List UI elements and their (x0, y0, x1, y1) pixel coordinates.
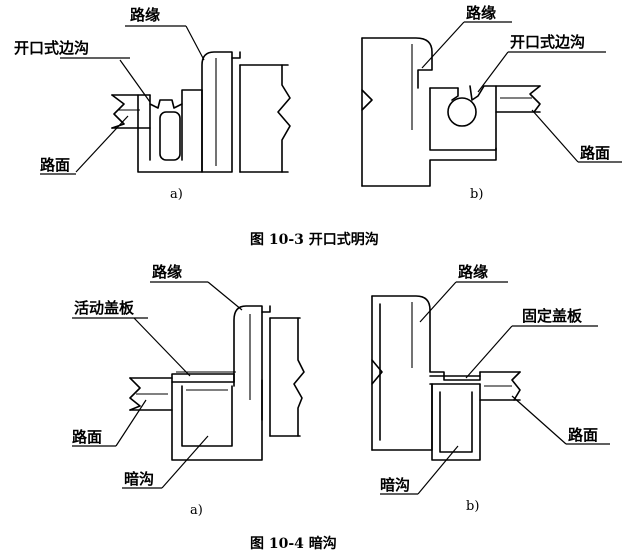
fig-10-4a-pavement (129, 377, 173, 411)
fig-10-4b-pavement-label: 路面 (568, 426, 598, 444)
fig-10-4a-curb-leader (207, 281, 243, 311)
fig-10-3b-pavement-leader (531, 109, 579, 163)
fig-10-3b-sublabel: b) (470, 187, 483, 202)
fig-10-4a-curb (233, 305, 305, 437)
fig-10-4a-cover-leader (133, 317, 191, 377)
fig-10-3a-curb-leader (185, 25, 205, 61)
fig-10-3a-pavement-label: 路面 (40, 156, 70, 174)
fig-10-3b-curb (361, 37, 497, 187)
fig-10-3b-pavement-label: 路面 (580, 144, 610, 162)
fig-10-4a-sublabel: a) (190, 503, 203, 518)
fig-10-4a-pavement-leader (115, 399, 147, 447)
fig-10-3a-sublabel: a) (170, 187, 183, 202)
fig-10-4-caption: 图 10-4 暗沟 (250, 535, 337, 552)
fig-10-3b-curb-label: 路缘 (466, 4, 496, 22)
fig-10-3b-pavement (495, 85, 541, 113)
fig-10-3b-drain-leader (477, 51, 509, 93)
fig-10-4b-pavement-leader (511, 395, 567, 445)
fig-10-4b-pavement (479, 371, 521, 401)
fig-10-3b-open-gutter (429, 85, 497, 151)
fig-10-4a-pavement-label: 路面 (72, 428, 102, 446)
fig-10-4b-curb (371, 295, 481, 451)
fig-10-3a-open-gutter (137, 89, 203, 173)
fig-10-3b-drain-label: 开口式边沟 (510, 33, 585, 51)
fig-10-3a-drain-leader (119, 59, 151, 103)
fig-10-4a-drain-leader (161, 435, 209, 489)
fig-10-4b-sublabel: b) (466, 499, 479, 514)
fig-10-3-panel-a: 路缘 开口式边沟 路面 a) (14, 6, 291, 202)
fig-10-4b-curb-label: 路缘 (458, 263, 488, 281)
fig-10-4b-curb-leader (419, 281, 457, 323)
fig-10-4a-curb-label: 路缘 (152, 263, 182, 281)
fig-10-4-panel-a: 路缘 活动盖板 路面 暗沟 a) (72, 263, 305, 518)
fig-10-3a-drain-label: 开口式边沟 (14, 39, 89, 57)
fig-10-3b-curb-leader (421, 21, 465, 69)
fig-10-4-panel-b: 路缘 固定盖板 路面 暗沟 b) (371, 263, 610, 514)
fig-10-4a-hidden-drain (171, 379, 263, 461)
fig-10-3a-curb (201, 51, 291, 173)
fig-10-4b-drain-label: 暗沟 (380, 476, 410, 494)
fig-10-3a-pavement-leader (75, 115, 129, 173)
fig-10-3a-curb-label: 路缘 (130, 6, 160, 24)
fig-10-4a-cover-label: 活动盖板 (74, 299, 135, 317)
fig-10-3a-pavement (111, 94, 151, 129)
fig-10-4a-drain-label: 暗沟 (124, 470, 154, 488)
fig-10-3-panel-b: 路缘 开口式边沟 路面 b) (361, 4, 622, 202)
fig-10-4b-cover-plate (429, 375, 481, 385)
fig-10-3-caption: 图 10-3 开口式明沟 (250, 231, 379, 248)
fig-10-4b-cover-label: 固定盖板 (522, 307, 583, 325)
fig-10-4a-cover-plate (171, 371, 236, 383)
fig-10-4b-cover-leader (465, 325, 513, 379)
fig-10-4b-hidden-drain (431, 383, 481, 461)
fig-10-4b-drain-leader (417, 445, 459, 495)
